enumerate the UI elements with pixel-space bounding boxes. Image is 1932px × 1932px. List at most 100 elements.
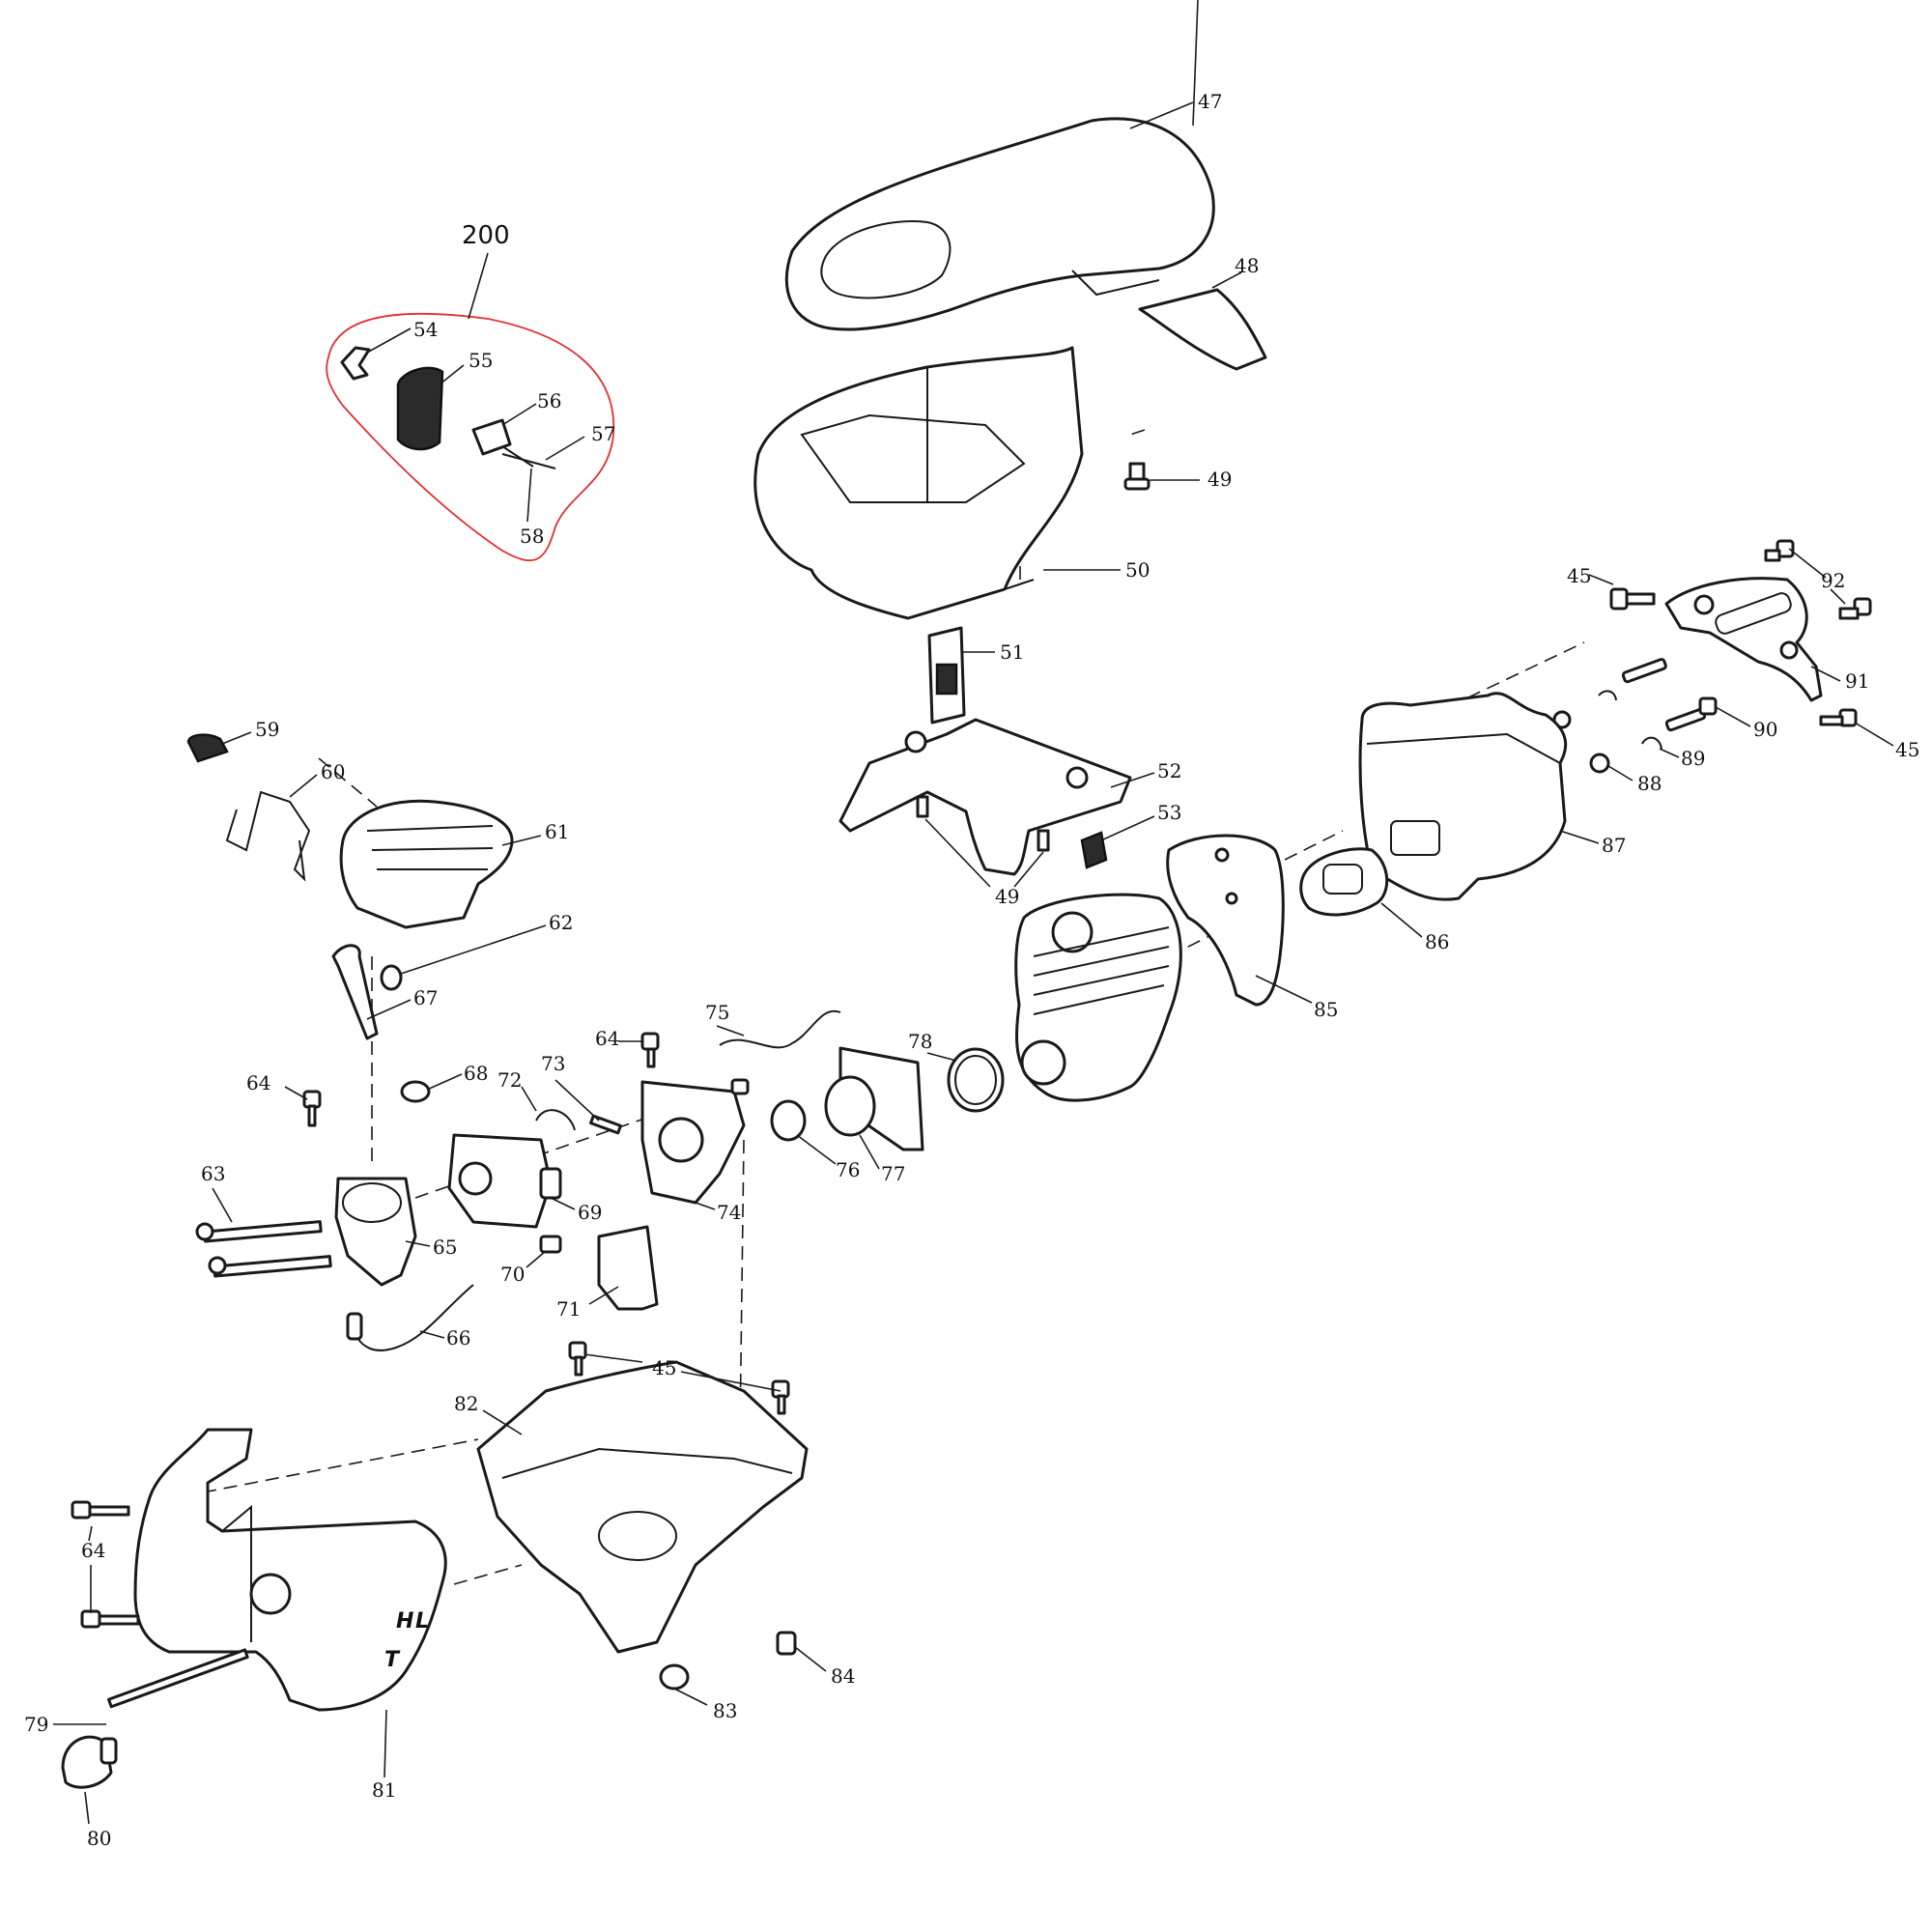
leader-63 xyxy=(212,1187,233,1223)
part-hose-75 xyxy=(719,1009,841,1049)
part-bracket-56 xyxy=(471,418,512,456)
leader-73 xyxy=(554,1079,600,1122)
leader-86 xyxy=(1380,902,1423,938)
marking-t: T xyxy=(384,1648,401,1672)
leader-90 xyxy=(1715,706,1751,727)
callout-88: 88 xyxy=(1637,772,1662,795)
part-muffler xyxy=(1358,692,1568,901)
callout-71: 71 xyxy=(556,1297,581,1321)
leader-48 xyxy=(1211,271,1242,289)
callout-53: 53 xyxy=(1157,801,1181,824)
part-bolt-92a xyxy=(1764,539,1795,562)
leader-89 xyxy=(1659,748,1680,758)
leader-84 xyxy=(794,1646,827,1672)
part-screw-49-lower xyxy=(916,795,1050,852)
guide-line-81-82-top xyxy=(202,1438,479,1493)
part-adapter-74 xyxy=(640,1080,746,1205)
callout-63: 63 xyxy=(201,1162,225,1185)
part-screw-64-mid xyxy=(640,1032,660,1068)
part-screw-64-left xyxy=(302,1090,322,1127)
part-clip-54 xyxy=(340,346,371,381)
leader-45a xyxy=(1588,574,1614,585)
leader-49b-2 xyxy=(1013,851,1044,888)
guide-line-85-86 xyxy=(1284,830,1344,861)
callout-72: 72 xyxy=(497,1068,522,1092)
part-screw-70 xyxy=(539,1235,562,1254)
part-shroud xyxy=(753,346,1084,620)
part-pin-58 xyxy=(501,445,534,468)
callout-51: 51 xyxy=(1000,640,1024,664)
leader-56 xyxy=(501,403,537,426)
leader-45c-1 xyxy=(583,1353,643,1363)
part-intake-77 xyxy=(824,1046,924,1151)
leader-83 xyxy=(673,1688,708,1706)
leader-81 xyxy=(384,1709,387,1778)
callout-67: 67 xyxy=(413,986,438,1009)
leader-66 xyxy=(419,1330,445,1339)
group-200-outline xyxy=(326,312,615,561)
callout-74: 74 xyxy=(717,1201,741,1224)
part-button-59 xyxy=(186,733,229,763)
part-bolt-90 xyxy=(1664,696,1718,732)
part-bolt-84 xyxy=(776,1631,797,1656)
part-screw-64-mid2 xyxy=(730,1078,750,1095)
callout-66: 66 xyxy=(446,1326,470,1350)
leader-55 xyxy=(439,364,465,385)
leader-80 xyxy=(84,1791,90,1825)
callout-79: 79 xyxy=(24,1713,48,1736)
leader-45b xyxy=(1854,722,1894,747)
callout-68: 68 xyxy=(464,1062,488,1085)
part-pin-57 xyxy=(501,453,556,469)
callout-64b: 64 xyxy=(595,1027,619,1050)
callout-55: 55 xyxy=(469,349,493,372)
part-wire-66 xyxy=(346,1284,474,1351)
callout-83: 83 xyxy=(713,1699,737,1722)
leader-92-1 xyxy=(1788,548,1827,579)
part-hose-72 xyxy=(535,1109,576,1131)
callout-91: 91 xyxy=(1845,669,1869,693)
part-screw-45-bottom-a xyxy=(568,1341,587,1377)
guide-line-60-61 xyxy=(318,757,378,808)
leader-57 xyxy=(545,436,585,461)
leader-77 xyxy=(859,1134,880,1170)
callout-82: 82 xyxy=(454,1392,478,1415)
part-screw-45-bottom-b xyxy=(771,1379,790,1415)
callout-64c: 64 xyxy=(81,1539,105,1562)
callout-90: 90 xyxy=(1753,718,1777,741)
callout-78: 78 xyxy=(908,1030,932,1053)
callout-86: 86 xyxy=(1425,930,1449,953)
leader-70 xyxy=(526,1250,547,1268)
callout-45a: 45 xyxy=(1567,564,1591,587)
callout-85: 85 xyxy=(1314,998,1338,1021)
part-baffle xyxy=(838,718,1132,876)
part-bolt-92b xyxy=(1838,597,1872,620)
leader-49b-1 xyxy=(924,818,991,888)
leader-74 xyxy=(695,1202,716,1210)
leader-91 xyxy=(1810,666,1841,682)
callout-60: 60 xyxy=(321,760,345,783)
callout-64a: 64 xyxy=(246,1071,270,1094)
part-housing-65 xyxy=(334,1177,417,1287)
callout-89: 89 xyxy=(1681,747,1705,770)
callout-92: 92 xyxy=(1821,569,1845,592)
callout-59: 59 xyxy=(255,718,279,741)
guide-line-81-82-bottom xyxy=(453,1564,523,1585)
leader-76 xyxy=(796,1134,837,1165)
part-carburetor-69 xyxy=(447,1133,562,1229)
callout-73: 73 xyxy=(541,1052,565,1075)
callout-45b: 45 xyxy=(1895,738,1919,761)
leader-45c-2 xyxy=(680,1371,781,1392)
part-cylinder xyxy=(1014,893,1182,1102)
part-label-sticker xyxy=(1138,288,1267,371)
callout-70: 70 xyxy=(500,1263,525,1286)
callout-62: 62 xyxy=(549,911,573,934)
callout-45c: 45 xyxy=(652,1356,676,1379)
callout-54: 54 xyxy=(413,318,438,341)
part-primer-80 xyxy=(61,1735,118,1789)
callout-80: 80 xyxy=(87,1827,111,1850)
leader-lines xyxy=(53,0,1894,1825)
guide-line-49 xyxy=(1129,429,1146,436)
leader-47 xyxy=(1129,101,1194,129)
leader-78 xyxy=(926,1052,957,1062)
